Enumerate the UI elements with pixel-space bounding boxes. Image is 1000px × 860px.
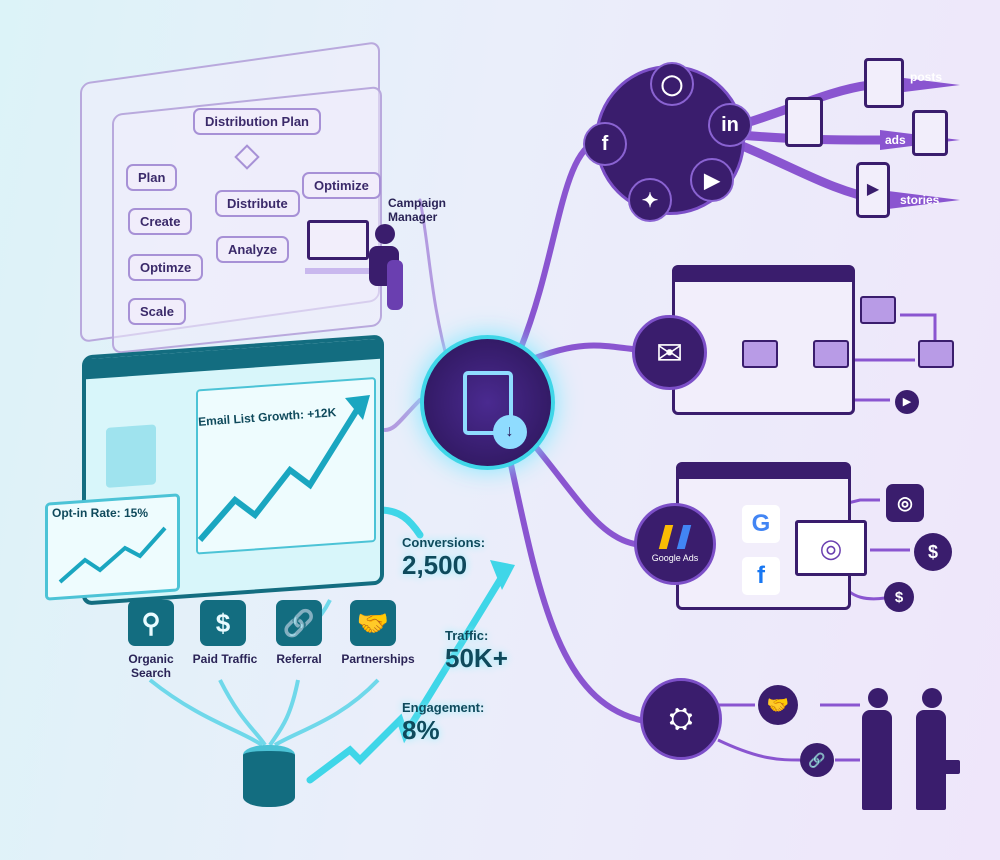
video-phone-icon: ▶: [856, 162, 890, 218]
play-icon: ▶: [895, 390, 919, 414]
channel-label-paid-traffic: Paid Traffic: [192, 652, 258, 666]
handshake-circle-icon: 🤝: [758, 685, 798, 725]
email-envelope-icon: [918, 340, 954, 368]
flow-node-analyze: Analyze: [216, 236, 290, 263]
target-icon: ◎: [886, 484, 924, 522]
output-label-ads: ads: [885, 133, 906, 147]
email-envelope-icon: [813, 340, 849, 368]
facebook-logo: f: [742, 557, 780, 595]
flow-node-scale: Scale: [128, 298, 186, 325]
document-download-icon: ↓: [462, 370, 527, 449]
handshake-icon: 🤝: [350, 600, 396, 646]
email-circle: ✉: [632, 315, 707, 390]
opt-in-rate-label: Opt-in Rate: 15%: [52, 506, 149, 520]
flow-node-create: Create: [128, 208, 193, 235]
bridge-circle: ⛭: [640, 678, 722, 760]
search-icon: ⚲: [128, 600, 174, 646]
google-ads-logo: [658, 525, 692, 549]
campaign-manager-illustration: [305, 220, 415, 330]
linkedin-icon: in: [708, 103, 752, 147]
bar-chart-icon: [106, 424, 156, 488]
central-hub-document-download: ↓: [420, 335, 555, 470]
instagram-icon: ◯: [650, 62, 694, 106]
database-icon: [243, 745, 295, 807]
dollar-icon: $: [200, 600, 246, 646]
campaign-manager-label: Campaign Manager: [388, 196, 447, 224]
flow-node-plan: Plan: [126, 164, 178, 191]
google-logo: G: [742, 505, 780, 543]
opt-in-line-chart: [58, 526, 167, 584]
email-envelope-icon: [860, 296, 896, 324]
channel-label-partnerships: Partnerships: [341, 652, 415, 666]
target-card: ◎: [795, 520, 867, 576]
email-envelope-icon: [742, 340, 778, 368]
google-ads-label: Google Ads: [651, 553, 699, 563]
youtube-icon: ▶: [690, 158, 734, 202]
partners-handshake-figures: [860, 688, 960, 813]
twitter-icon: ✦: [628, 178, 672, 222]
facebook-icon: f: [583, 122, 627, 166]
traffic-stat: Traffic:50K+: [445, 628, 508, 673]
conversions-stat: Conversions:2,500: [402, 535, 486, 580]
ad-card-icon: [912, 110, 948, 156]
engagement-stat: Engagement:8%: [402, 700, 485, 745]
growth-line-chart: [197, 395, 370, 542]
channel-label-organic-search: Organic Search: [128, 652, 174, 680]
flow-node-distribute: Distribute: [215, 190, 300, 217]
google-ads-circle: Google Ads: [634, 503, 716, 585]
coins-icon: $: [914, 533, 952, 571]
output-label-posts: posts: [910, 70, 943, 84]
image-card-icon: [864, 58, 904, 108]
dollar-coin-icon: $: [884, 582, 914, 612]
flow-node-optimze: Optimze: [128, 254, 204, 281]
link-circle-icon: 🔗: [800, 743, 834, 777]
flow-node-optimize: Optimize: [302, 172, 381, 199]
flow-node-distribution-plan: Distribution Plan: [193, 108, 321, 135]
channel-label-referral: Referral: [276, 652, 322, 666]
post-card-icon: [785, 97, 823, 147]
link-icon: 🔗: [276, 600, 322, 646]
output-label-stories: stories: [900, 193, 940, 207]
